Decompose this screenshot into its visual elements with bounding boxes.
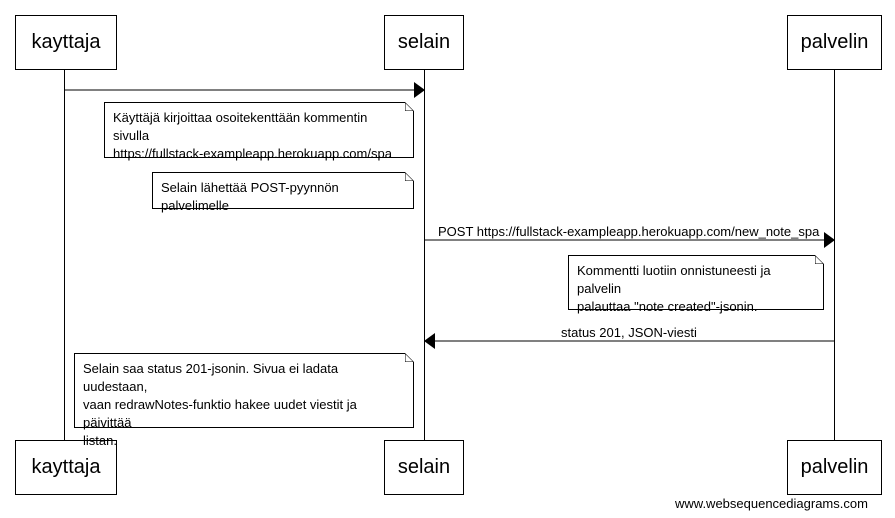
note-line: Käyttäjä kirjoittaa osoitekenttään komme… xyxy=(113,110,368,143)
actor-selain-top: selain xyxy=(384,15,464,70)
message-label-status: status 201, JSON-viesti xyxy=(561,325,697,340)
lifeline-palvelin xyxy=(834,70,835,440)
actor-palvelin-bottom: palvelin xyxy=(787,440,882,495)
lifeline-kayttaja xyxy=(64,70,65,440)
note-fold-icon xyxy=(405,172,414,181)
note-line: palauttaa "note created"-jsonin. xyxy=(577,299,758,314)
message-arrow-kayttaja-to-selain xyxy=(64,82,425,98)
note-line: https://fullstack-exampleapp.herokuapp.c… xyxy=(113,146,392,161)
note-fold-icon xyxy=(405,102,414,111)
actor-kayttaja-top: kayttaja xyxy=(15,15,117,70)
actor-selain-bottom: selain xyxy=(384,440,464,495)
actor-kayttaja-bottom: kayttaja xyxy=(15,440,117,495)
note-line: listan. xyxy=(83,433,117,448)
note-line: Selain saa status 201-jsonin. Sivua ei l… xyxy=(83,361,339,394)
message-arrow-status-201 xyxy=(424,333,834,349)
note-selain-sends-post: Selain lähettää POST-pyynnön palvelimell… xyxy=(152,172,414,213)
note-line: vaan redrawNotes-funktio hakee uudet vie… xyxy=(83,397,357,430)
note-line: Selain lähettää POST-pyynnön palvelimell… xyxy=(161,180,339,213)
note-kayttaja-writes-comment: Käyttäjä kirjoittaa osoitekenttään komme… xyxy=(104,102,414,161)
note-fold-icon xyxy=(405,353,414,362)
message-arrow-post-new-note xyxy=(424,232,835,248)
note-palvelin-created: Kommentti luotiin onnistuneesti ja palve… xyxy=(568,255,824,314)
actor-palvelin-top: palvelin xyxy=(787,15,882,70)
message-label-post: POST https://fullstack-exampleapp.heroku… xyxy=(438,224,820,239)
note-line: Kommentti luotiin onnistuneesti ja palve… xyxy=(577,263,771,296)
watermark-text[interactable]: www.websequencediagrams.com xyxy=(675,496,868,511)
note-selain-receives-status: Selain saa status 201-jsonin. Sivua ei l… xyxy=(74,353,414,448)
lifeline-selain xyxy=(424,70,425,440)
note-fold-icon xyxy=(815,255,824,264)
